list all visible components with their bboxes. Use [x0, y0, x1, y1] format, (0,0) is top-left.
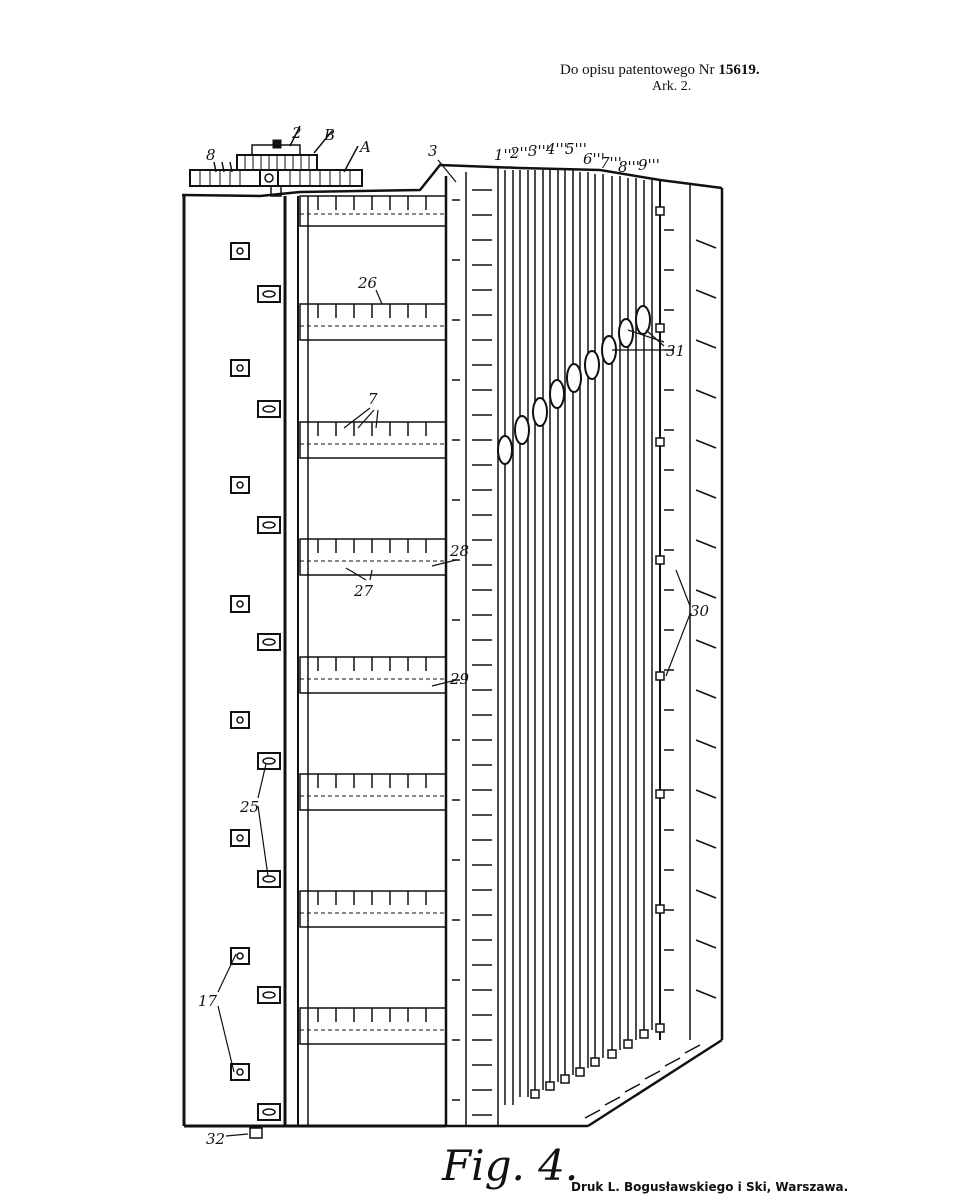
shelf-1 — [299, 195, 447, 227]
brackets — [230, 242, 281, 1121]
label-31: 31 — [666, 342, 685, 360]
shelf-6 — [299, 773, 447, 811]
floor — [446, 1038, 723, 1128]
top-mechanism — [189, 125, 363, 197]
label-4-triple: 4''' — [545, 140, 568, 158]
shelf-4 — [299, 538, 447, 576]
label-17: 17 — [198, 992, 218, 1010]
label-2: 2 — [291, 124, 302, 142]
bracket-holes — [236, 247, 276, 1116]
header: Do opisu patentowego Nr 15619. Ark. 2. — [560, 62, 850, 95]
rods — [504, 170, 653, 1105]
shelf-8 — [299, 1007, 447, 1045]
label-8-triple: 8''' — [618, 158, 640, 176]
pillar — [444, 172, 467, 1126]
label-A: A — [358, 138, 371, 156]
label-7: 7 — [368, 390, 378, 408]
printer-credit: Druk L. Bogusławskiego i Ski, Warszawa. — [571, 1180, 849, 1194]
label-2-triple: 2''' — [509, 144, 532, 162]
label-30: 30 — [690, 602, 710, 620]
reference-labels: 2 B A 8 3 1''' 2''' 3''' 4''' 5''' 6''' … — [198, 124, 710, 1148]
label-9-triple: 9''' — [638, 156, 660, 174]
sheet-number: Ark. 2. — [652, 79, 692, 95]
right-clips — [655, 206, 665, 1033]
shelf-7 — [299, 890, 447, 928]
shelf-3 — [299, 421, 447, 459]
shelf-racks — [299, 195, 447, 1045]
label-5-triple: 5''' — [565, 140, 587, 158]
leader-lines — [217, 159, 691, 1139]
figure-caption: Fig. 4. — [441, 1141, 578, 1190]
rod-feet — [530, 1029, 649, 1099]
top-outline — [181, 163, 723, 198]
shelf-5 — [299, 656, 447, 694]
label-28: 28 — [449, 542, 469, 560]
label-7-triple: 7''' — [600, 154, 622, 172]
label-6-triple: 6''' — [583, 150, 605, 168]
patent-prefix: Do opisu patentowego Nr — [560, 62, 719, 78]
shelf-2 — [299, 303, 447, 341]
label-1-triple: 1''' — [494, 146, 516, 164]
patent-title-line: Do opisu patentowego Nr 15619. — [560, 62, 850, 79]
shelf-ticks — [317, 196, 427, 1022]
label-8: 8 — [206, 146, 216, 164]
front-face — [472, 168, 499, 1126]
label-29: 29 — [449, 670, 470, 688]
label-27: 27 — [353, 582, 374, 600]
label-32: 32 — [206, 1130, 225, 1148]
patent-number: 15619. — [718, 62, 760, 78]
label-3-triple: 3''' — [528, 142, 550, 160]
label-B: B — [323, 126, 335, 144]
left-wall — [182, 195, 446, 1128]
label-26: 26 — [357, 274, 378, 292]
oval-markers — [497, 305, 651, 465]
label-25: 25 — [239, 798, 259, 816]
label-3: 3 — [428, 142, 438, 160]
